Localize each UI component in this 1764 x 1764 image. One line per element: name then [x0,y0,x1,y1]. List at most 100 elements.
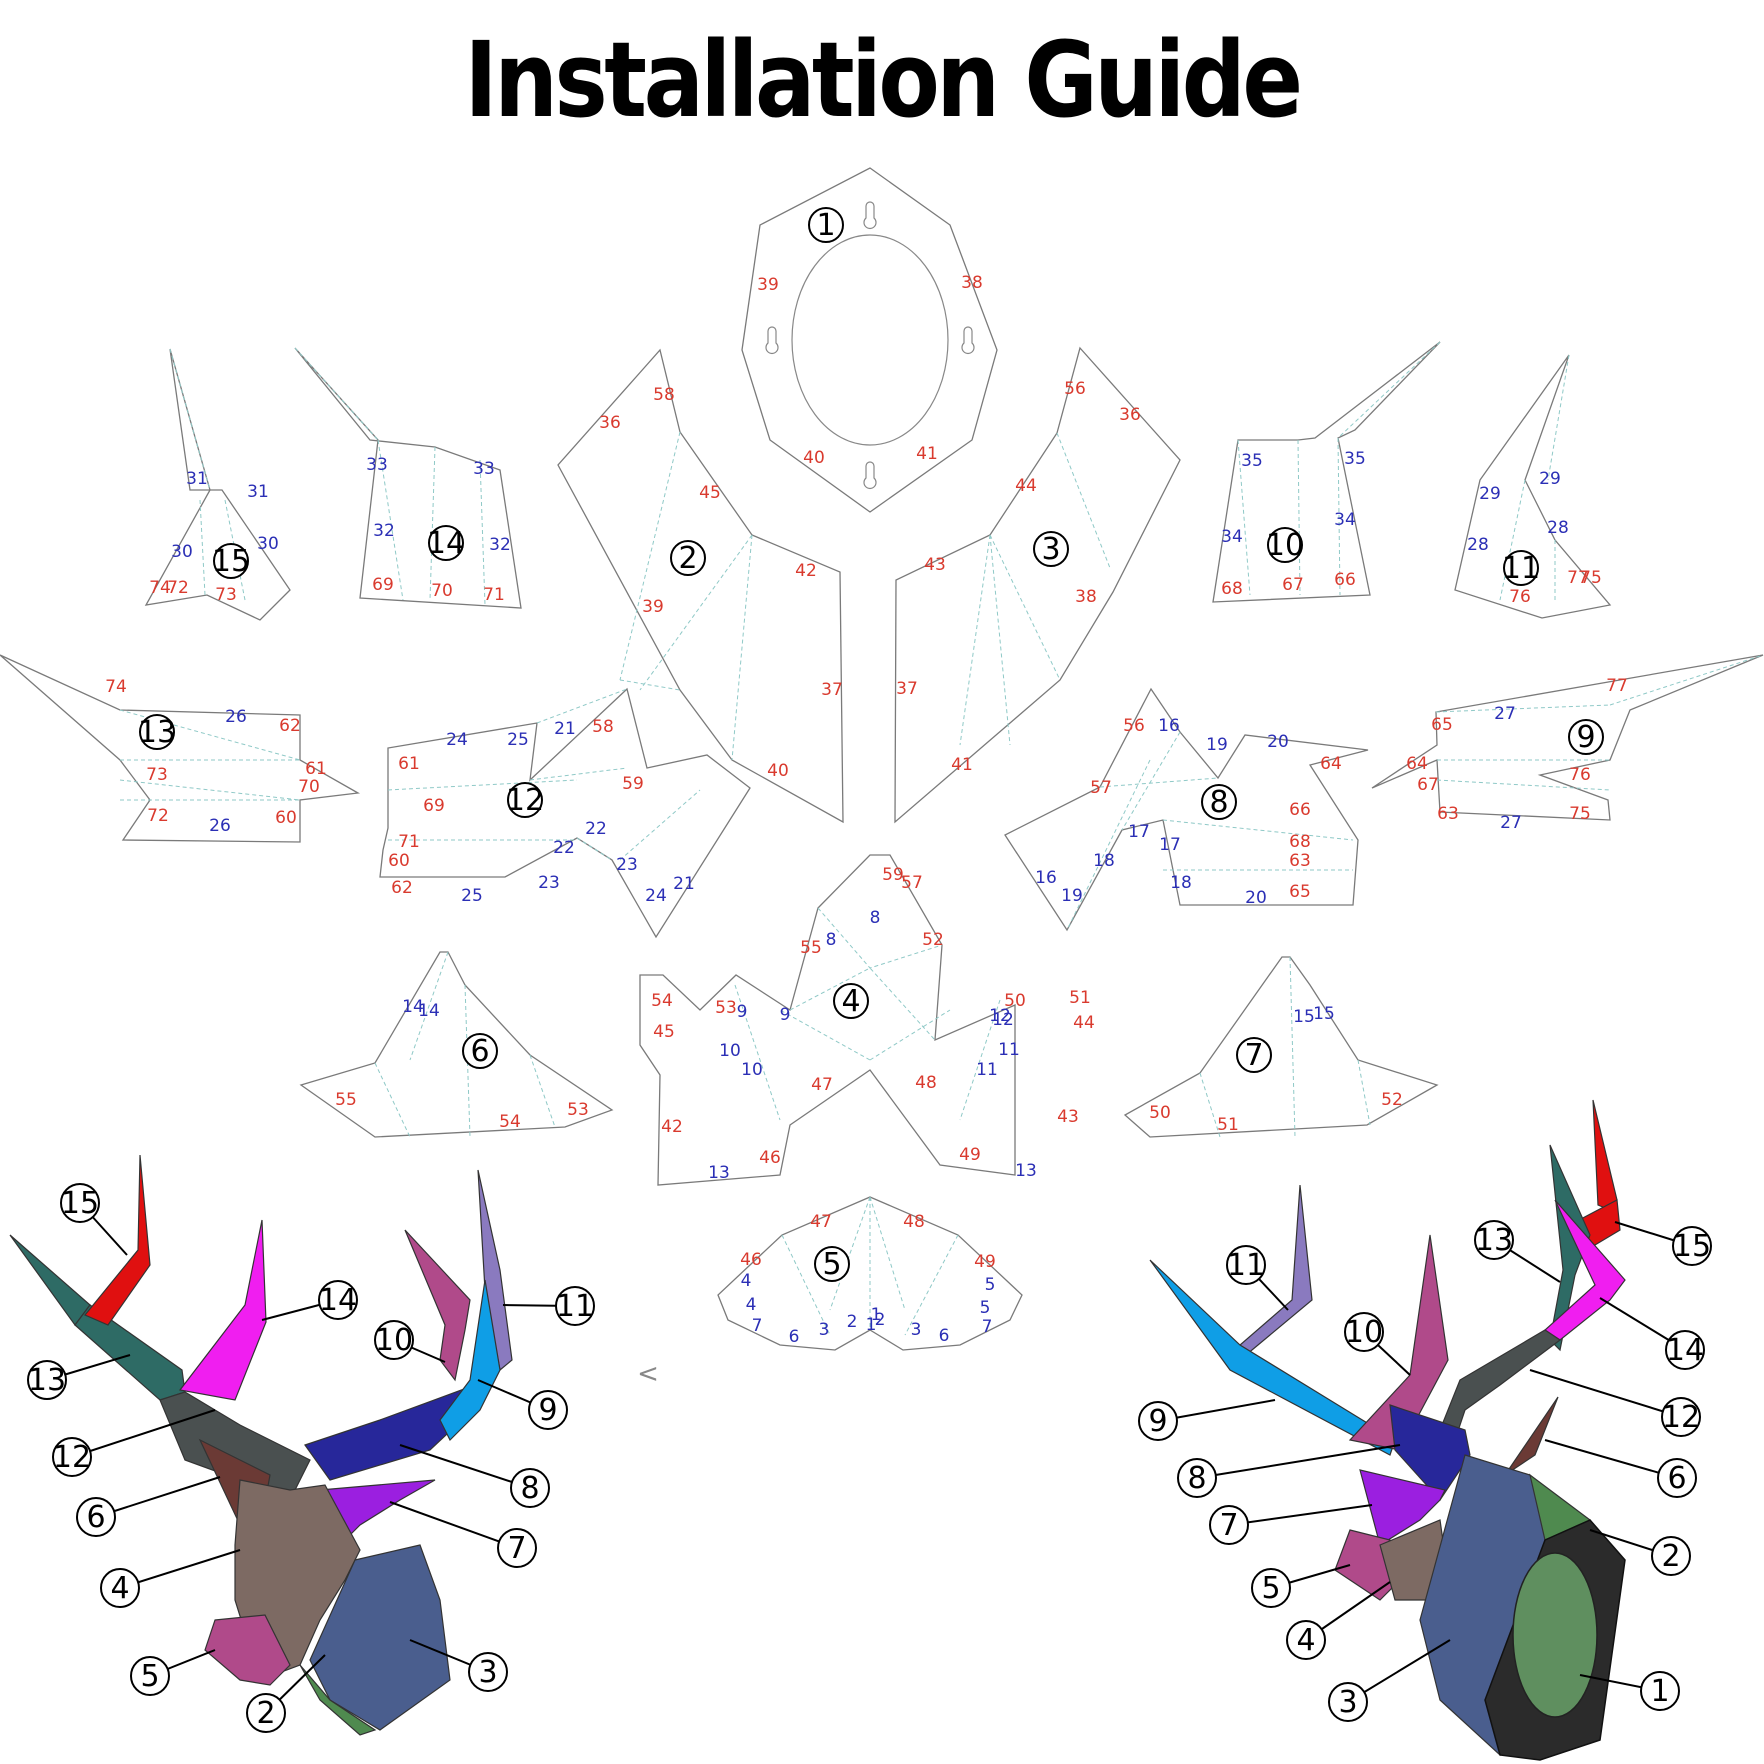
glue-tab-label: 18 [1093,851,1115,871]
piece-number-circle [462,1033,498,1069]
glue-tab-label: 67 [1417,775,1439,795]
glue-tab-label: 77 [1606,676,1628,696]
fold-line [1289,956,1296,1138]
glue-tab-label: 8 [870,908,881,928]
piece-14-outline [294,347,522,609]
glue-tab-label: 62 [391,878,413,898]
fold-line [731,534,753,761]
piece-2-outline [557,348,844,824]
fold-line [464,984,471,1138]
callout-number: 10 [375,1323,413,1358]
callout-number: 3 [478,1655,497,1690]
callout-circle [1286,1620,1326,1660]
glue-tab-label: 2 [875,1310,886,1330]
keyhole-icon [961,326,975,354]
glue-tab-label: 65 [1431,715,1453,735]
glue-tab-label: 56 [1123,716,1145,736]
glue-tab-label: 43 [924,555,946,575]
callout-circle [1177,1458,1217,1498]
glue-tab-label: 75 [1580,568,1602,588]
glue-tab-label: 3 [911,1320,922,1340]
fold-line [619,789,701,861]
glue-tab-label: 5 [985,1275,996,1295]
piece-number: 4 [841,984,860,1019]
piece-7-outline [1123,956,1439,1138]
glue-tab-label: 47 [811,1075,833,1095]
callout-number: 11 [556,1289,594,1324]
glue-tab-label: 46 [740,1250,762,1270]
piece-number: 2 [678,541,697,576]
glue-tab-label: 4 [741,1271,752,1291]
stray-mark: < [637,1359,659,1389]
glue-tab-label: 29 [1479,484,1501,504]
glue-tab-label: 68 [1289,832,1311,852]
glue-tab-label: 76 [1509,587,1531,607]
callout-circle [1640,1671,1680,1711]
glue-tab-label: 26 [225,707,247,727]
callout-circle [52,1437,92,1477]
glue-tab-label: 74 [105,677,127,697]
part-12-shape [1439,1329,1562,1441]
glue-tab-label: 31 [186,469,208,489]
glue-tab-label: 60 [388,851,410,871]
glue-tab-label: 6 [939,1326,950,1346]
glue-tab-label: 21 [673,874,695,894]
callout-circle [1474,1220,1514,1260]
fold-line [619,431,681,681]
fold-line [734,984,781,1121]
glue-tab-label: 11 [976,1060,998,1080]
glue-tab-label: 46 [759,1148,781,1168]
callout-number: 2 [1661,1539,1680,1574]
callout-circle [130,1656,170,1696]
fold-line [119,779,301,801]
fold-line [409,951,449,1061]
part-13-shape [9,1234,91,1327]
fold-line [529,1054,556,1128]
glue-tab-label: 59 [622,774,644,794]
glue-tab-label: 27 [1500,813,1522,833]
callout-leader [1529,1369,1682,1418]
fold-line [1337,437,1341,596]
fold-line [1099,777,1219,788]
piece-number: 1 [816,208,835,243]
callout-number: 12 [53,1440,91,1475]
glue-tab-label: 14 [402,997,424,1017]
glue-tab-label: 47 [810,1212,832,1232]
keyhole-icon [863,201,877,229]
fold-line [619,679,681,691]
callout-circle [1661,1397,1701,1437]
part-14-shape [178,1219,267,1401]
fold-line [479,459,486,606]
part-11-shape [477,1169,513,1372]
glue-tab-label: 66 [1289,800,1311,820]
fold-line [989,534,1011,746]
glue-tab-label: 58 [653,385,675,405]
glue-tab-label: 1 [871,1305,882,1325]
callout-number: 4 [110,1571,129,1606]
piece-number: 15 [212,544,250,579]
part-10-shape [1348,1234,1449,1451]
callout-number: 15 [61,1186,99,1221]
callout-number: 7 [507,1531,526,1566]
fold-line [789,967,936,1041]
glue-tab-label: 30 [171,542,193,562]
callout-number: 13 [28,1363,66,1398]
piece-5-outline [717,1196,1023,1351]
glue-tab-label: 3 [819,1320,830,1340]
glue-tab-label: 10 [741,1060,763,1080]
fold-line [1297,439,1301,596]
glue-tab-label: 51 [1217,1115,1239,1135]
callout-number: 7 [1219,1508,1238,1543]
glue-tab-label: 32 [489,535,511,555]
glue-tab-label: 49 [959,1145,981,1165]
piece-number-circle [507,782,543,818]
glue-tab-label: 32 [373,521,395,541]
glue-tab-label: 15 [1313,1004,1335,1024]
glue-tab-label: 71 [398,832,420,852]
callout-leader [1196,1444,1401,1479]
glue-tab-label: 53 [567,1100,589,1120]
